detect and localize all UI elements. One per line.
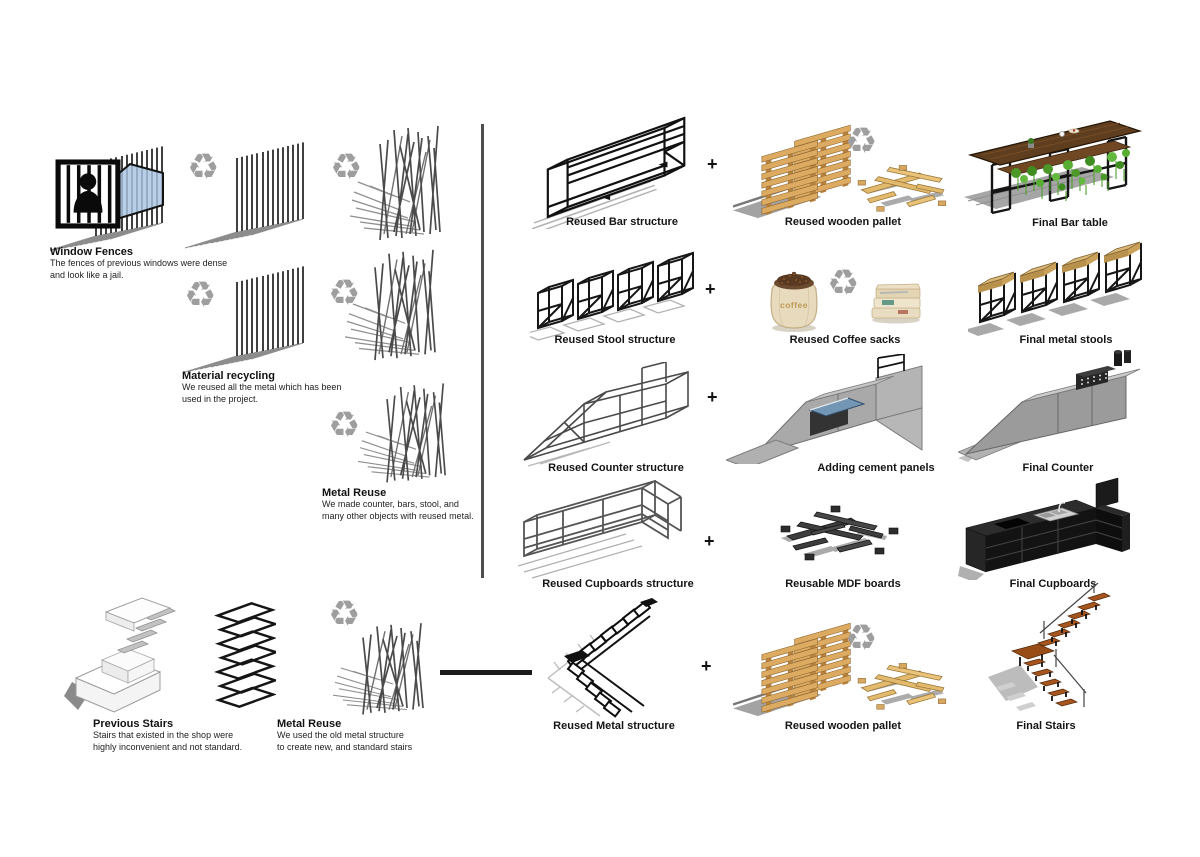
stairs-metal-reuse-title: Metal Reuse [277, 718, 342, 730]
scattered-metal-bars-illustration [345, 249, 436, 361]
scattered-metal-bars-illustration [333, 622, 424, 716]
reusable-mdf-boards-illustration [780, 505, 899, 561]
structure-label: Reused Stool structure [554, 334, 676, 346]
material-label: Reused wooden pallet [784, 720, 902, 732]
window-fences-desc: The fences of previous windows were dens… [50, 258, 228, 280]
recycle-icon: ♻ [187, 147, 220, 188]
coffee-sack-illustration: coffee [770, 271, 818, 332]
scattered-planks-illustration [857, 663, 947, 710]
material-recycling-desc: We reused all the metal which has been u… [182, 382, 342, 404]
vertical-divider [481, 124, 484, 578]
reused-counter-structure-illustration [523, 362, 689, 467]
horizontal-connector-line [440, 670, 532, 675]
final-label: Final Bar table [1032, 217, 1108, 229]
plus-sign: + [707, 387, 718, 407]
structure-label: Reused Cupboards structure [542, 578, 694, 590]
window-fence-illustration [184, 141, 304, 249]
metal-frames-stack-illustration [214, 602, 276, 708]
material-recycling-title: Material recycling [182, 370, 275, 382]
final-counter-illustration [958, 350, 1141, 462]
metal-reuse-desc: We made counter, bars, stool, and many o… [322, 499, 474, 521]
recycle-icon: ♻ [827, 263, 860, 304]
reused-cupboards-structure-illustration [518, 480, 682, 579]
reused-bar-structure-illustration [532, 116, 686, 229]
final-bar-table-illustration [964, 120, 1143, 215]
scattered-metal-bars-illustration [358, 382, 446, 484]
material-label: Adding cement panels [817, 462, 935, 474]
final-label: Final Counter [1022, 462, 1094, 474]
reused-stool-structure-illustration [530, 252, 694, 341]
folded-sacks-illustration [871, 283, 921, 324]
final-cupboards-illustration [958, 477, 1130, 580]
recycle-icon: ♻ [328, 273, 361, 314]
final-stairs-illustration [988, 583, 1111, 711]
scattered-metal-bars-illustration [350, 125, 441, 241]
reused-metal-stair-structure-illustration [547, 598, 658, 718]
window-fence-illustration [184, 265, 304, 373]
material-label: Reused Coffee sacks [789, 334, 901, 346]
plus-sign: + [704, 531, 715, 551]
final-label: Final Stairs [1016, 720, 1076, 732]
recycle-icon: ♻ [845, 121, 878, 162]
previous-stairs-illustration [64, 597, 176, 713]
plus-sign: + [701, 656, 712, 676]
wooden-pallets-illustration [733, 616, 858, 720]
final-label: Final Cupboards [1009, 578, 1097, 590]
metal-reuse-title: Metal Reuse [322, 487, 387, 499]
previous-stairs-desc: Stairs that existed in the shop were hig… [93, 730, 243, 752]
recycle-icon: ♻ [328, 405, 361, 446]
previous-stairs-title: Previous Stairs [93, 718, 174, 730]
jail-window-icon [55, 159, 121, 229]
material-label: Reused wooden pallet [784, 216, 902, 228]
recycle-icon: ♻ [330, 147, 363, 188]
structure-label: Reused Metal structure [553, 720, 675, 732]
structure-label: Reused Counter structure [548, 462, 684, 474]
adding-cement-panels-illustration [726, 354, 923, 464]
stairs-metal-reuse-desc: We used the old metal structure to creat… [277, 730, 413, 752]
wooden-pallets-illustration [733, 118, 858, 222]
window-fences-title: Window Fences [50, 246, 134, 258]
plus-sign: + [705, 279, 716, 299]
recycle-icon: ♻ [845, 618, 878, 659]
scattered-planks-illustration [857, 165, 947, 212]
structure-label: Reused Bar structure [566, 216, 678, 228]
recycle-icon: ♻ [184, 275, 217, 316]
recycle-icon: ♻ [328, 594, 361, 635]
coffee-sack-label: coffee [780, 300, 808, 310]
plus-sign: + [707, 154, 718, 174]
final-metal-stools-illustration [968, 236, 1143, 336]
material-label: Reusable MDF boards [785, 578, 901, 590]
final-label: Final metal stools [1019, 334, 1113, 346]
